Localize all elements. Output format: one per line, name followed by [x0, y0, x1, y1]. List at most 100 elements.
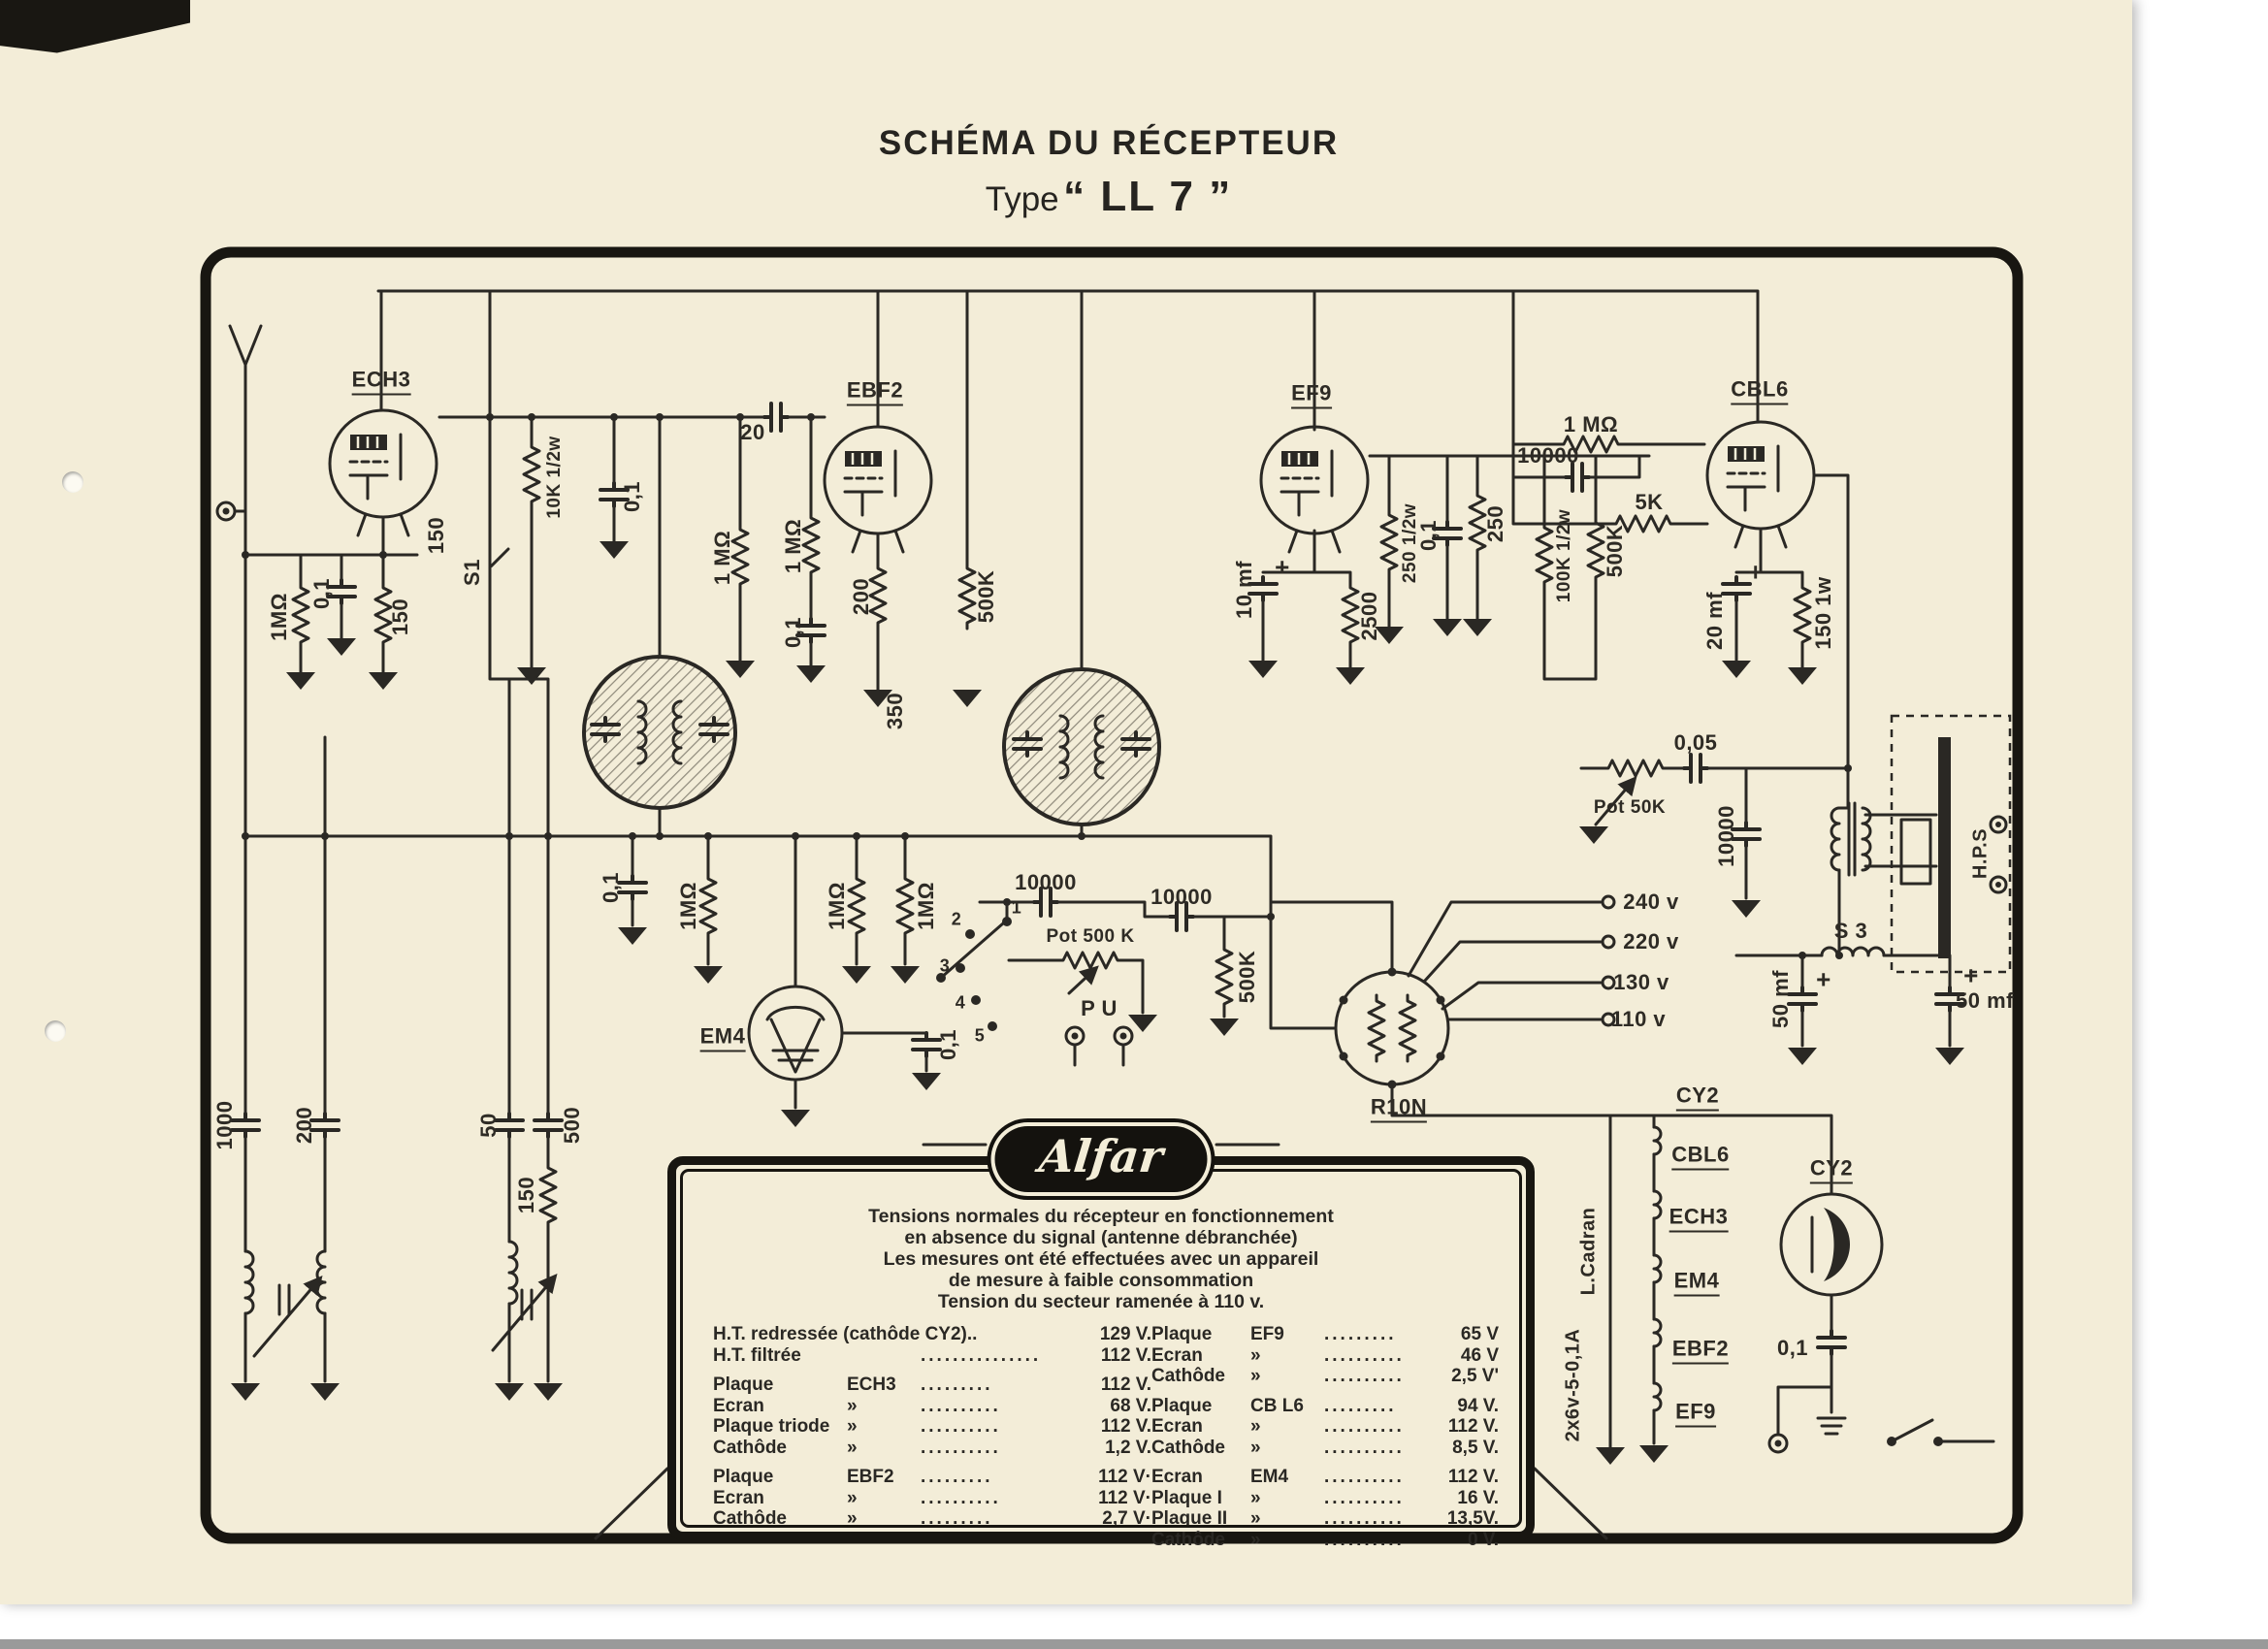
voltage-cell-rval: 0 V.: [1467, 1529, 1499, 1550]
if-transformer-2: [1002, 667, 1161, 826]
voltage-row: Plaque triode ».......... 112 V.: [713, 1416, 1151, 1438]
voltage-cell-rc2: »: [847, 1416, 858, 1437]
voltage-cell-rval: 112 V.: [1100, 1416, 1151, 1437]
voltage-row: H.T. redressée (cathôde CY2)..129 V.: [713, 1324, 1151, 1345]
voltage-cell-rc1: Plaque: [713, 1467, 774, 1487]
voltage-heading: Tensions normales du récepteur en foncti…: [676, 1206, 1526, 1312]
voltage-cell-rdots: ..........: [1324, 1467, 1405, 1487]
voltage-row: Cathôde ».......... 2,5 V': [1151, 1366, 1499, 1387]
brand-logo: Alfar: [994, 1126, 1208, 1192]
voltage-cell-rc1: H.T. filtrée: [713, 1344, 801, 1366]
voltage-heading-line: Tensions normales du récepteur en foncti…: [868, 1206, 1334, 1227]
voltage-row: H.T. filtrée............... 112 V.: [713, 1345, 1151, 1367]
voltage-row: Ecran EM4.......... 112 V.: [1151, 1467, 1499, 1488]
voltage-row: Plaque EBF2......... 112 V·: [713, 1467, 1151, 1488]
voltage-cell-rc2: »: [847, 1395, 858, 1416]
punch-hole: [62, 471, 83, 493]
voltage-row: Plaque I»..........16 V.: [1151, 1488, 1499, 1509]
voltage-row: Cathôde»..........8,5 V.: [1151, 1438, 1499, 1459]
voltage-heading-line: Les mesures ont été effectuées avec un a…: [883, 1248, 1319, 1270]
voltage-cell-rdots: ..........: [921, 1395, 1001, 1416]
voltage-cell-rc2: »: [847, 1437, 858, 1458]
voltage-cell-rc2: »: [1250, 1508, 1261, 1529]
tube-cbl6: [1705, 420, 1816, 552]
voltage-cell-rc1: Plaque II: [1151, 1508, 1228, 1529]
resistors: [291, 435, 1812, 1230]
voltage-heading-line: Tension du secteur ramenée à 110 v.: [937, 1291, 1265, 1312]
voltage-row: Ecran»..........112 V·: [713, 1488, 1151, 1509]
voltage-cell-rval: 2,7 V·: [1102, 1508, 1151, 1529]
voltage-cell-rc1: Plaque triode: [713, 1416, 830, 1437]
voltage-cell-rc2: EM4: [1250, 1467, 1289, 1487]
voltage-cell-rc2: CB L6: [1250, 1395, 1304, 1416]
voltage-row: Cathôde»..........0 V.: [1151, 1530, 1499, 1551]
voltage-cell-rc1: Ecran: [713, 1487, 764, 1508]
tube-ef9: [1259, 425, 1370, 557]
voltage-cell-rval: 112 V.: [1447, 1416, 1499, 1437]
voltage-cell-rval: 65 V: [1460, 1324, 1499, 1344]
voltage-cell-rdots: ..........: [921, 1487, 1001, 1508]
voltage-cell-rval: 112 V·: [1098, 1487, 1151, 1508]
voltage-row: Cathôde»..........1,2 V.: [713, 1438, 1151, 1459]
voltage-cell-rval: 46 V: [1460, 1344, 1499, 1366]
speaker: [1890, 714, 2012, 974]
voltage-row: Plaque II»..........13,5V.: [1151, 1508, 1499, 1530]
scan-edge: [0, 1639, 2268, 1649]
voltage-cell-rdots: ..........: [1324, 1529, 1405, 1550]
tube-ech3: [328, 408, 438, 540]
voltage-cell-rval: 112 V·: [1098, 1467, 1151, 1487]
voltage-cell-rval: 16 V.: [1457, 1487, 1499, 1508]
voltage-cell-rdots: ..........: [1324, 1344, 1405, 1366]
power-socket-r10n: [1334, 967, 1450, 1089]
voltage-row: Ecran»..........46 V: [1151, 1345, 1499, 1367]
voltage-cell-rc1: Ecran: [1151, 1467, 1203, 1487]
voltage-cell-rc1: Plaque: [713, 1374, 774, 1395]
voltage-heading-line: en absence du signal (antenne débranchée…: [904, 1227, 1298, 1248]
voltage-cell-rval: 2,5 V': [1451, 1366, 1499, 1386]
voltage-row: Cathôde »......... 2,7 V·: [713, 1508, 1151, 1530]
voltage-cell-rdots: ..........: [1324, 1416, 1405, 1437]
voltage-row: Ecran ».......... 68 V.: [713, 1396, 1151, 1417]
voltage-cell-rdots: ..........: [921, 1416, 1001, 1437]
voltage-cell-rval: 8,5 V.: [1452, 1437, 1499, 1458]
voltage-cell-rc1: Ecran: [713, 1395, 764, 1416]
voltage-cell-rdots: .........: [921, 1467, 993, 1487]
voltage-cell-rc1: H.T. redressée (cathôde CY2)..: [713, 1324, 978, 1344]
voltage-cell-rdots: ..........: [1324, 1366, 1405, 1386]
voltage-heading-line: de mesure à faible consommation: [948, 1270, 1254, 1291]
voltage-cell-rdots: ..........: [1324, 1437, 1405, 1458]
voltage-box-inner-border: [680, 1169, 1522, 1528]
voltage-cell-rval: 112 V.: [1447, 1467, 1499, 1487]
voltage-cell-rdots: .........: [921, 1508, 993, 1529]
voltage-cell-rc2: »: [1250, 1366, 1261, 1386]
voltage-cell-rc1: Cathôde: [1151, 1366, 1225, 1386]
voltage-cell-rdots: ...............: [921, 1344, 1042, 1366]
punch-hole: [45, 1020, 66, 1042]
tube-ebf2: [823, 425, 933, 557]
voltage-cell-rc1: Cathôde: [713, 1508, 787, 1529]
voltage-cell-rdots: .........: [1324, 1324, 1397, 1344]
voltage-cell-rval: 13,5V.: [1446, 1508, 1499, 1529]
voltage-cell-rc2: EBF2: [847, 1467, 894, 1487]
voltage-cell-rc2: »: [847, 1508, 858, 1529]
brand-logo-text: Alfar: [1036, 1130, 1166, 1182]
voltage-cell-rc1: Cathôde: [713, 1437, 787, 1458]
voltage-cell-rc2: ECH3: [847, 1374, 896, 1395]
if-transformer-1: [582, 655, 737, 810]
voltage-cell-rval: 68 V.: [1110, 1395, 1151, 1416]
voltage-cell-rval: 112 V.: [1100, 1344, 1151, 1366]
voltage-cell-rc2: »: [1250, 1529, 1261, 1550]
voltage-table: H.T. redressée (cathôde CY2)..129 V.H.T.…: [676, 1312, 1526, 1550]
voltage-cell-rdots: .........: [1324, 1395, 1397, 1416]
terminals-and-switches: [215, 501, 1943, 1454]
voltage-cell-rc2: »: [1250, 1416, 1261, 1437]
voltage-cell-rc1: Ecran: [1151, 1416, 1203, 1437]
tube-em4: [747, 985, 844, 1082]
voltage-box: Alfar Tensions normales du récepteur en …: [667, 1126, 1535, 1550]
voltage-cell-rc1: Plaque: [1151, 1395, 1213, 1416]
voltage-cell-rc1: Plaque I: [1151, 1487, 1222, 1508]
